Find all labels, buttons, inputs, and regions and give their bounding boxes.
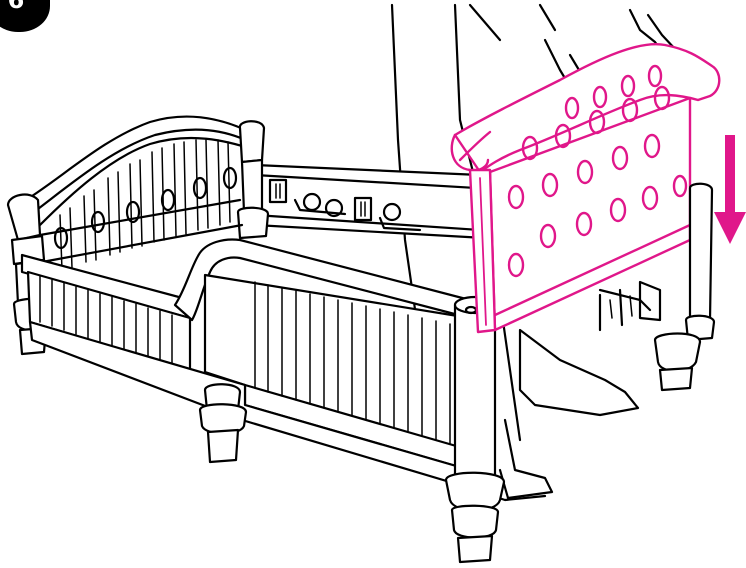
front-side-rail — [22, 240, 470, 488]
corner-post — [446, 297, 504, 562]
arrow-down-icon — [714, 135, 746, 244]
headboard — [452, 44, 720, 332]
step-number-label: 6 — [2, 0, 30, 12]
